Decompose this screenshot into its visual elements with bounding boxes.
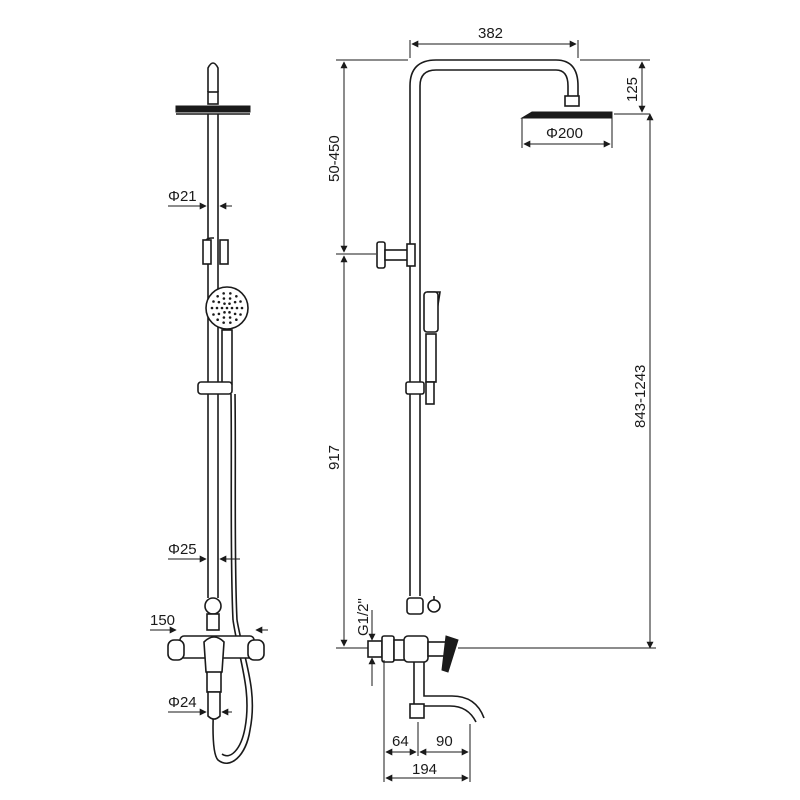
dimension-382: 382 <box>409 25 579 58</box>
front-shower-head <box>175 105 251 113</box>
label-phi200: Φ200 <box>546 125 583 142</box>
nozzle-dot <box>222 297 226 300</box>
side-view: 382 125 Φ200 843-1243 50-450 <box>326 25 656 782</box>
front-hand-shower <box>205 286 249 385</box>
nozzle-dot <box>222 316 226 319</box>
label-843-1243: 843-1243 <box>632 365 649 428</box>
dimension-194: 194 <box>385 761 469 782</box>
nozzle-dot <box>240 306 244 310</box>
nozzle-dot <box>217 300 221 304</box>
side-diverter <box>406 597 424 615</box>
nozzle-dot <box>239 313 242 316</box>
dimension-phi25: Φ25 <box>168 541 240 563</box>
nozzle-dot <box>228 311 231 314</box>
side-head-connector <box>564 95 580 107</box>
label-125: 125 <box>624 77 641 102</box>
dimension-64-90: 64 90 <box>383 660 471 782</box>
nozzle-dot <box>235 318 238 322</box>
nozzle-dot <box>233 300 237 304</box>
nozzle-dot <box>216 294 219 298</box>
nozzle-dot <box>223 302 226 305</box>
side-spout <box>413 662 485 723</box>
label-917: 917 <box>326 445 343 470</box>
nozzle-dot <box>228 297 232 300</box>
nozzle-dot <box>239 300 242 303</box>
front-slider-holder <box>197 381 233 395</box>
front-wall-bracket <box>202 237 229 265</box>
nozzle-dot <box>222 292 225 295</box>
side-hand-shower <box>423 291 441 405</box>
side-mixer <box>367 635 459 673</box>
nozzle-dot <box>222 321 225 324</box>
side-shower-head <box>520 111 613 119</box>
label-phi25: Φ25 <box>168 541 197 558</box>
label-194: 194 <box>412 761 437 778</box>
dimension-50-450: 50-450 <box>326 59 408 255</box>
nozzle-dot <box>229 292 232 295</box>
dimension-phi200: Φ200 <box>521 118 613 148</box>
nozzle-dot <box>235 306 239 310</box>
nozzle-dot <box>217 312 221 316</box>
front-mixer-body <box>167 635 265 720</box>
label-150: 150 <box>150 612 175 629</box>
nozzle-dot <box>229 321 232 324</box>
nozzle-dot <box>216 318 219 322</box>
dimension-phi24: Φ24 <box>168 694 232 716</box>
label-phi21: Φ21 <box>168 188 197 205</box>
front-diverter <box>204 597 222 615</box>
nozzle-dot <box>220 306 224 310</box>
front-view: Φ21 Φ25 <box>150 62 268 764</box>
label-382: 382 <box>478 25 503 42</box>
nozzle-dot <box>223 311 226 314</box>
nozzle-dot <box>215 306 219 310</box>
dimension-150: 150 <box>150 612 268 634</box>
nozzle-dot <box>233 312 237 316</box>
nozzle-dot <box>230 306 234 310</box>
dimension-917: 917 <box>326 255 368 649</box>
label-64: 64 <box>392 733 409 750</box>
nozzle-dot <box>210 306 214 310</box>
side-slider <box>405 381 425 395</box>
side-wall-bracket <box>376 241 416 269</box>
nozzle-dot <box>225 306 229 310</box>
label-g12: G1/2" <box>355 598 372 636</box>
label-90: 90 <box>436 733 453 750</box>
nozzle-dot <box>212 300 215 303</box>
front-riser-tip <box>207 62 219 92</box>
nozzle-dot <box>212 313 215 316</box>
nozzle-dot <box>235 294 238 298</box>
label-50-450: 50-450 <box>326 135 343 182</box>
dimension-125: 125 <box>580 59 650 115</box>
dimension-843-1243: 843-1243 <box>458 113 656 649</box>
front-head-connector <box>207 91 219 105</box>
nozzle-dot <box>228 316 232 319</box>
dimension-phi21: Φ21 <box>168 188 232 210</box>
dimension-g12: G1/2" <box>355 598 376 686</box>
nozzle-dot <box>228 302 231 305</box>
label-phi24: Φ24 <box>168 694 197 711</box>
